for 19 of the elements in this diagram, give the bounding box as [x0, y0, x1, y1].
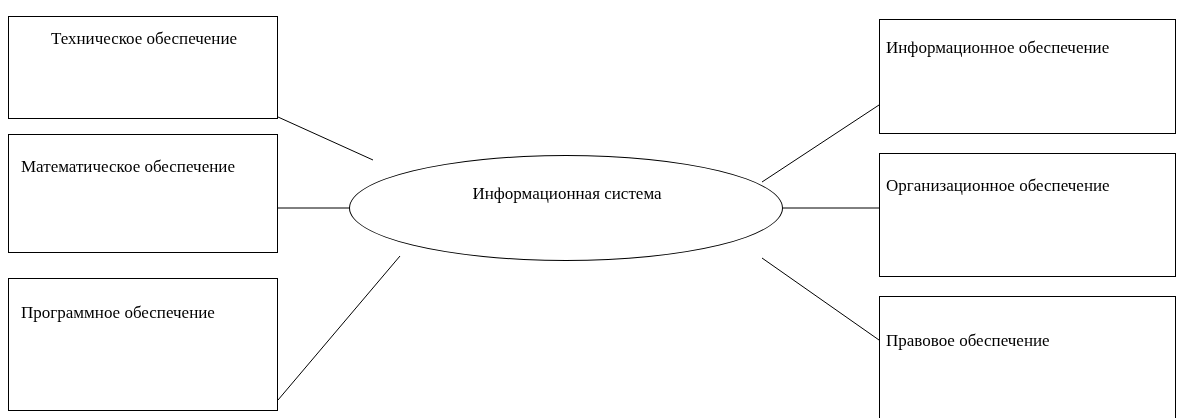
support-box — [8, 134, 278, 253]
support-box — [879, 296, 1176, 418]
support-box — [8, 16, 278, 119]
node-label: Информационное обеспечение — [886, 37, 1111, 59]
connector-line — [782, 207, 880, 209]
connector-line — [277, 255, 401, 401]
connector-line — [277, 116, 374, 161]
node-label: Организационное обеспечение — [886, 175, 1111, 197]
node-label: Программное обеспечение — [21, 302, 216, 324]
connector-line — [277, 207, 350, 209]
node-label: Правовое обеспечение — [886, 330, 1051, 352]
support-box — [8, 278, 278, 411]
support-box — [879, 153, 1176, 277]
node-label: Информационная система — [471, 183, 663, 205]
support-box — [879, 19, 1176, 134]
connector-line — [761, 257, 880, 341]
connector-line — [761, 104, 880, 183]
node-label: Математическое обеспечение — [21, 156, 236, 178]
node-label: Техническое обеспечение — [49, 28, 239, 50]
